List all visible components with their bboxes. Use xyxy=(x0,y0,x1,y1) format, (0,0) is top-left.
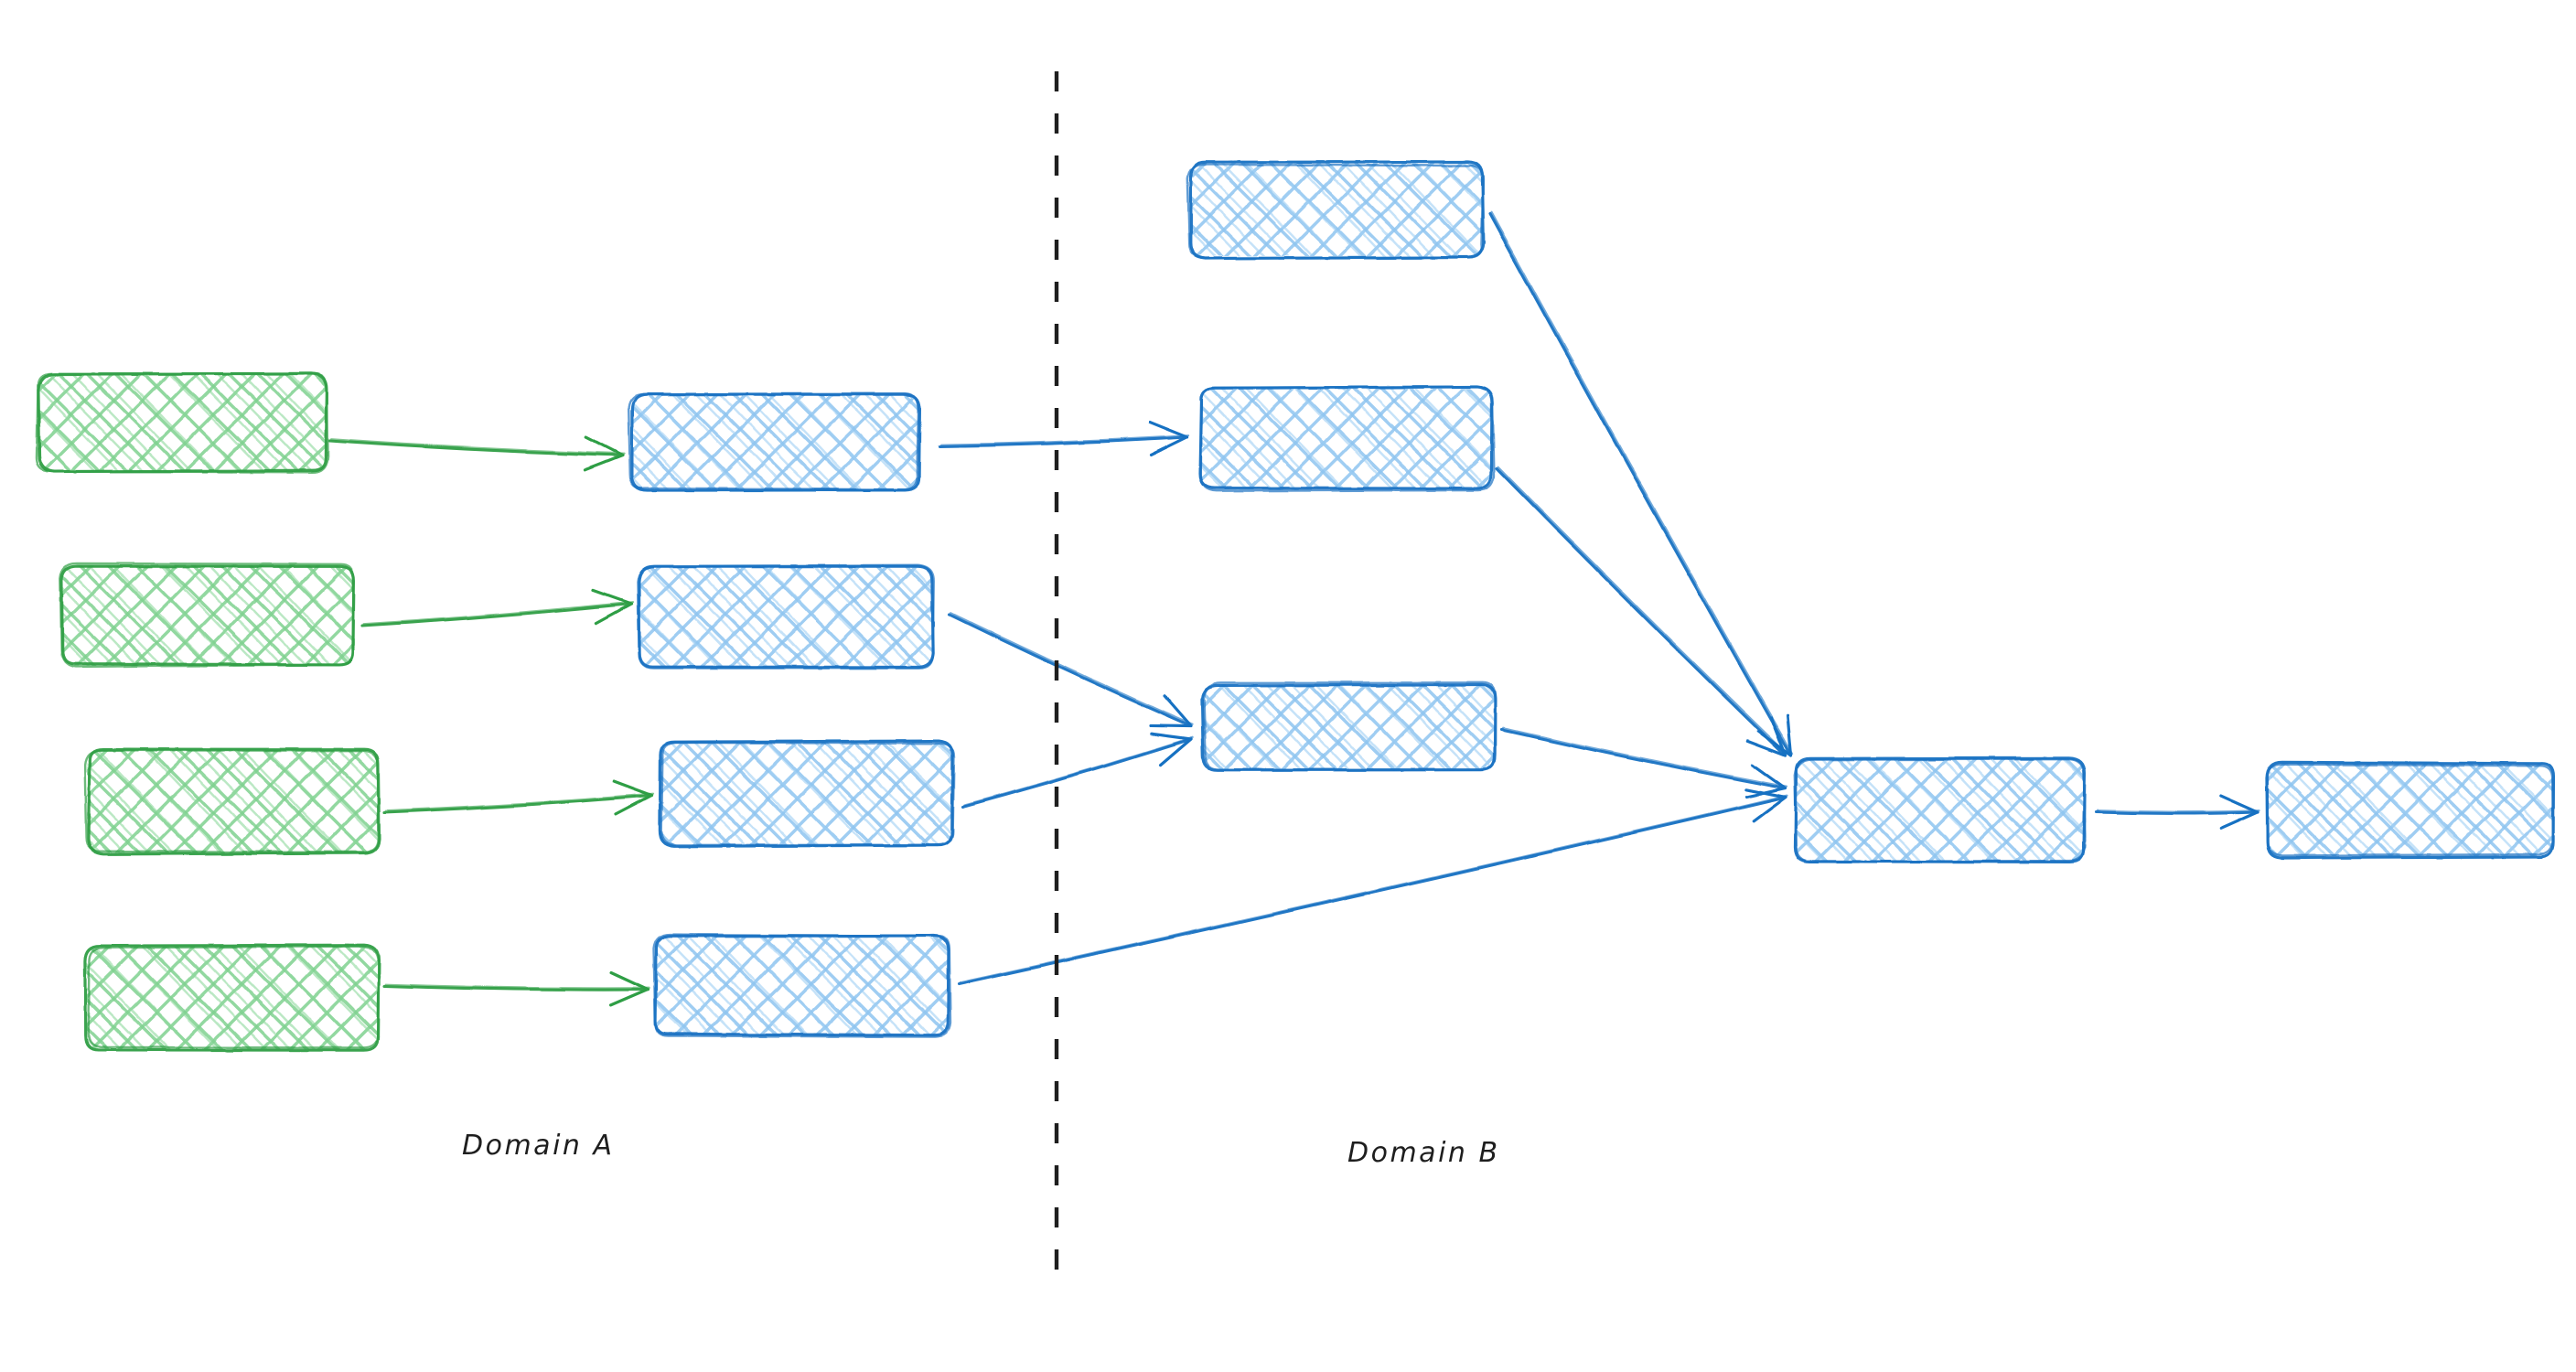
node-a-src-2[interactable] xyxy=(59,562,356,669)
node-a-src-4[interactable] xyxy=(83,943,381,1052)
edge-b-mid-to-b-hub xyxy=(1500,727,1788,799)
node-b-top[interactable] xyxy=(1186,160,1486,261)
edge-a-mid-2-to-b-mid xyxy=(948,612,1194,728)
node-a-mid-2[interactable] xyxy=(636,563,935,670)
edges-layer xyxy=(327,211,2260,1007)
node-b-out[interactable] xyxy=(2265,760,2556,860)
node-b-upper[interactable] xyxy=(1198,385,1496,492)
node-b-hub[interactable] xyxy=(1793,756,2087,863)
edge-a-mid-4-to-b-hub xyxy=(957,788,1788,986)
nodes-layer xyxy=(35,160,2556,1052)
edge-a-mid-3-to-b-mid xyxy=(961,732,1194,809)
node-a-src-3[interactable] xyxy=(83,747,381,856)
node-a-mid-4[interactable] xyxy=(652,933,952,1038)
edge-a-src-1-to-a-mid-1 xyxy=(327,435,625,472)
edge-a-src-2-to-a-mid-2 xyxy=(360,588,634,627)
edge-a-mid-1-to-b-upper xyxy=(939,420,1190,457)
node-a-src-1[interactable] xyxy=(35,371,329,474)
edge-a-src-4-to-a-mid-4 xyxy=(382,970,650,1007)
node-b-mid[interactable] xyxy=(1200,681,1497,772)
domain-b-label: Domain B xyxy=(1347,1137,1500,1169)
node-a-mid-3[interactable] xyxy=(658,739,956,848)
edge-b-hub-to-b-out xyxy=(2095,794,2260,831)
domain-a-label: Domain A xyxy=(462,1130,615,1162)
node-a-mid-1[interactable] xyxy=(627,391,922,492)
edge-a-src-3-to-a-mid-3 xyxy=(382,779,654,816)
edge-b-top-to-b-hub xyxy=(1487,211,1794,757)
edge-b-upper-to-b-hub xyxy=(1495,466,1788,757)
